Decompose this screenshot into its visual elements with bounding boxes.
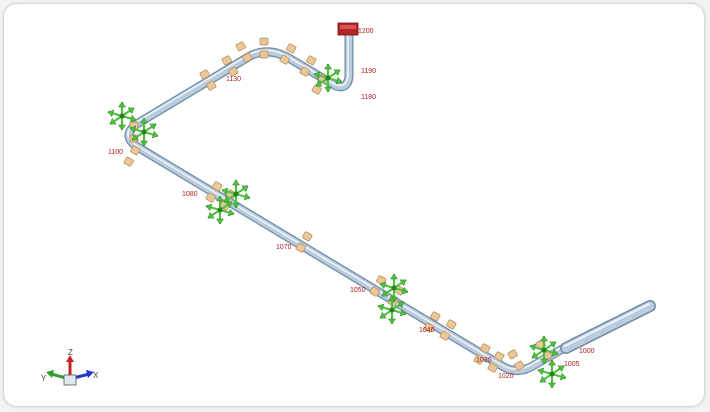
restraint-pad <box>439 319 457 341</box>
anchor-highlight <box>340 25 356 29</box>
pipe-end-segment <box>561 301 655 353</box>
node-label-1020: 1020 <box>498 373 514 380</box>
guide-arrows <box>313 63 343 93</box>
node-label-1100: 1100 <box>108 149 123 156</box>
restraint-pad <box>473 343 491 365</box>
node-label-1030: 1030 <box>476 357 492 364</box>
guide-arrows <box>107 101 137 131</box>
pipe-route <box>124 27 656 375</box>
pipe-end-highlight <box>564 303 650 347</box>
restraint-pad <box>423 311 441 333</box>
piping-model-canvas[interactable]: 1200 1190 1180 1130 1100 1080 1070 1050 … <box>4 4 705 407</box>
restraint-pad <box>487 351 505 373</box>
node-label-1000: 1000 <box>579 348 595 355</box>
axis-z-label: Z <box>68 348 73 357</box>
node-label-1200: 1200 <box>358 28 374 35</box>
guide-arrows <box>529 335 559 365</box>
coordinate-axis-triad: Z X Y <box>41 348 99 386</box>
restraint-pad <box>221 55 239 77</box>
model-viewport[interactable]: 1200 1190 1180 1130 1100 1080 1070 1050 … <box>3 3 705 407</box>
restraint-pad <box>295 231 313 253</box>
restraint-pad <box>299 55 317 77</box>
node-label-1080: 1080 <box>182 191 198 198</box>
node-label-1005: 1005 <box>564 361 580 368</box>
pipe-highlight <box>127 29 650 370</box>
axis-x-label: X <box>93 371 99 380</box>
guide-arrows <box>129 117 159 147</box>
restraint-pad <box>279 43 297 65</box>
axis-origin-box <box>63 374 77 386</box>
restraint-pad <box>507 349 525 371</box>
node-label-1070: 1070 <box>276 244 292 251</box>
restraint-pad <box>199 69 217 91</box>
axis-x-arrowhead <box>86 370 94 378</box>
node-label-1050: 1050 <box>350 287 366 294</box>
restraint-pad <box>235 41 253 63</box>
restraint-pad <box>259 37 269 59</box>
node-label-1180: 1180 <box>361 94 376 101</box>
restraint-pad <box>123 145 141 167</box>
restraint-pad <box>205 181 223 203</box>
anchor-terminal <box>337 22 359 36</box>
guide-arrows <box>537 359 567 389</box>
pipe-supports <box>107 37 567 389</box>
node-label-1130: 1130 <box>226 76 241 83</box>
guide-arrows <box>377 295 407 325</box>
guide-arrows <box>205 195 235 225</box>
node-label-1040: 1040 <box>419 327 435 334</box>
node-labels: 1200 1190 1180 1130 1100 1080 1070 1050 … <box>108 28 595 380</box>
node-label-1190: 1190 <box>361 68 376 75</box>
pipe-body <box>125 28 654 374</box>
guide-arrows <box>221 179 251 209</box>
axis-y-label: Y <box>41 374 47 383</box>
axis-z-arrowhead <box>66 355 74 362</box>
axis-y-arrowhead <box>46 370 54 378</box>
